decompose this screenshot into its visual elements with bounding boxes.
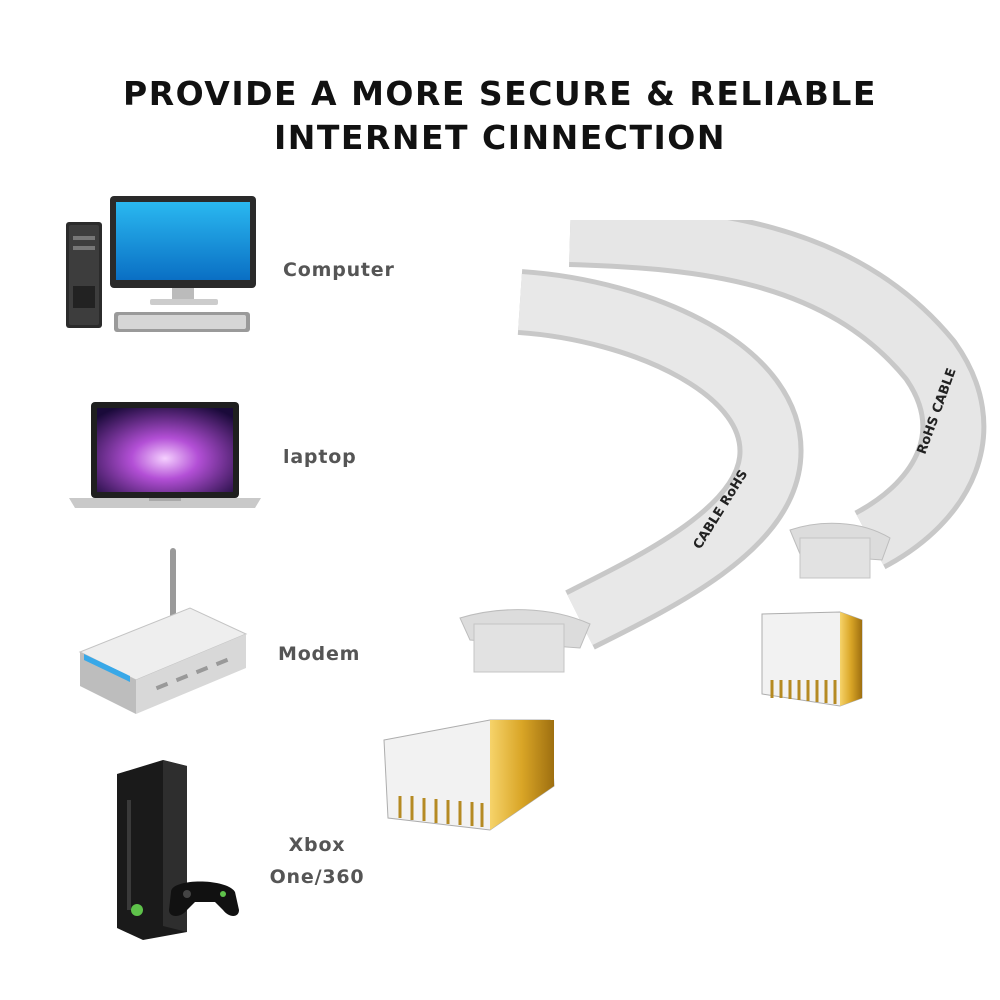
- device-label-xbox-line-1: Xbox: [288, 834, 346, 856]
- router-icon: [70, 548, 250, 718]
- device-label-xbox: Xbox One/360: [262, 829, 372, 893]
- device-label-laptop: laptop: [283, 446, 357, 468]
- headline-line-2: INTERNET CINNECTION: [274, 118, 726, 157]
- headline: PROVIDE A MORE SECURE & RELIABLE INTERNE…: [0, 72, 1000, 160]
- device-label-modem: Modem: [278, 643, 361, 665]
- device-label-xbox-line-2: One/360: [269, 866, 365, 888]
- desktop-computer-icon: [60, 190, 260, 340]
- ethernet-cable-image: RoHS CABLE CABLE RoHS: [370, 220, 990, 840]
- headline-line-1: PROVIDE A MORE SECURE & RELIABLE: [123, 74, 877, 113]
- laptop-icon: [65, 400, 265, 510]
- device-label-computer: Computer: [283, 259, 395, 281]
- game-console-icon: [105, 760, 245, 940]
